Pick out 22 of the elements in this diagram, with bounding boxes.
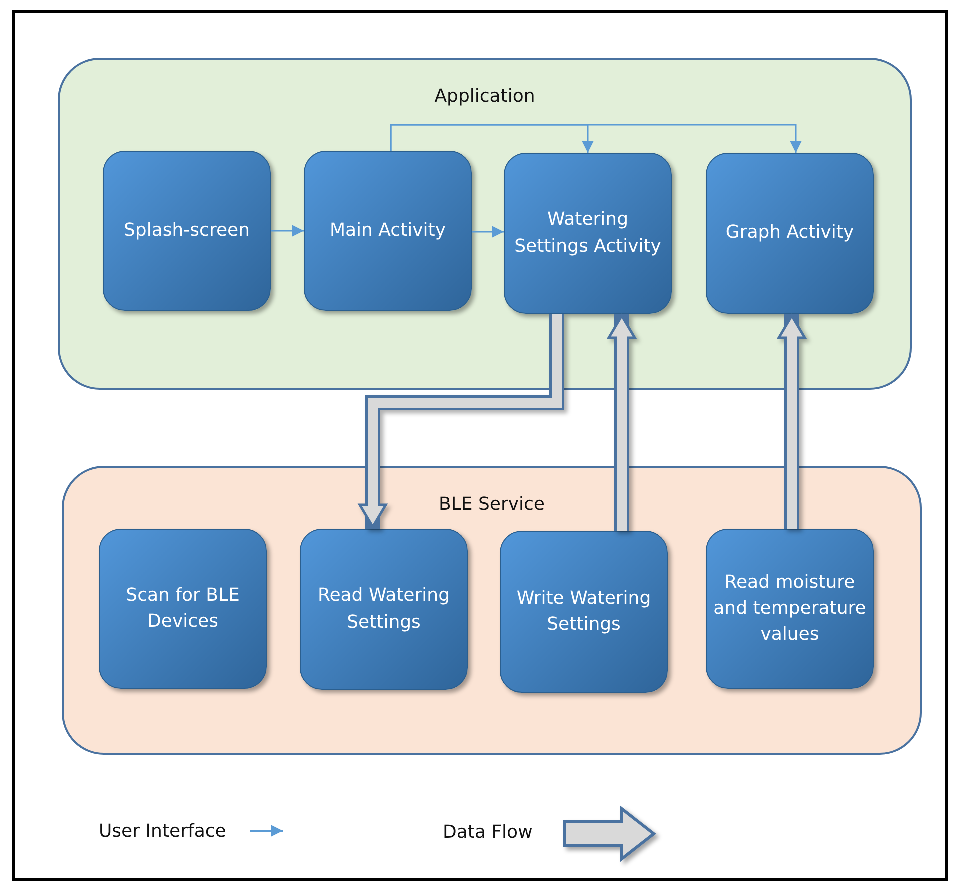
box-label: Splash-screen xyxy=(123,218,251,243)
container-panel xyxy=(62,466,922,755)
container-panel xyxy=(58,58,912,390)
process-box xyxy=(706,529,874,689)
process-box xyxy=(300,529,468,690)
legend-label: Data Flow xyxy=(443,822,533,843)
box-label: Write Watering Settings xyxy=(516,586,652,637)
box-label: Read Watering Settings xyxy=(317,584,451,634)
box-label: Watering Settings Activity xyxy=(514,208,662,258)
box-label: Graph Activity xyxy=(724,221,856,246)
process-box xyxy=(304,151,472,311)
box-label: Main Activity xyxy=(328,218,447,243)
process-box xyxy=(99,529,267,689)
process-box xyxy=(504,153,672,314)
legend-label: User Interface xyxy=(99,821,226,842)
box-label: Read moisture and temperature values xyxy=(712,570,868,648)
box-label: Scan for BLE Devices xyxy=(125,584,241,634)
process-box xyxy=(706,153,874,314)
process-box xyxy=(500,531,668,693)
group-title: BLE Service xyxy=(438,494,546,515)
group-title: Application xyxy=(434,86,536,107)
process-box xyxy=(103,151,271,311)
